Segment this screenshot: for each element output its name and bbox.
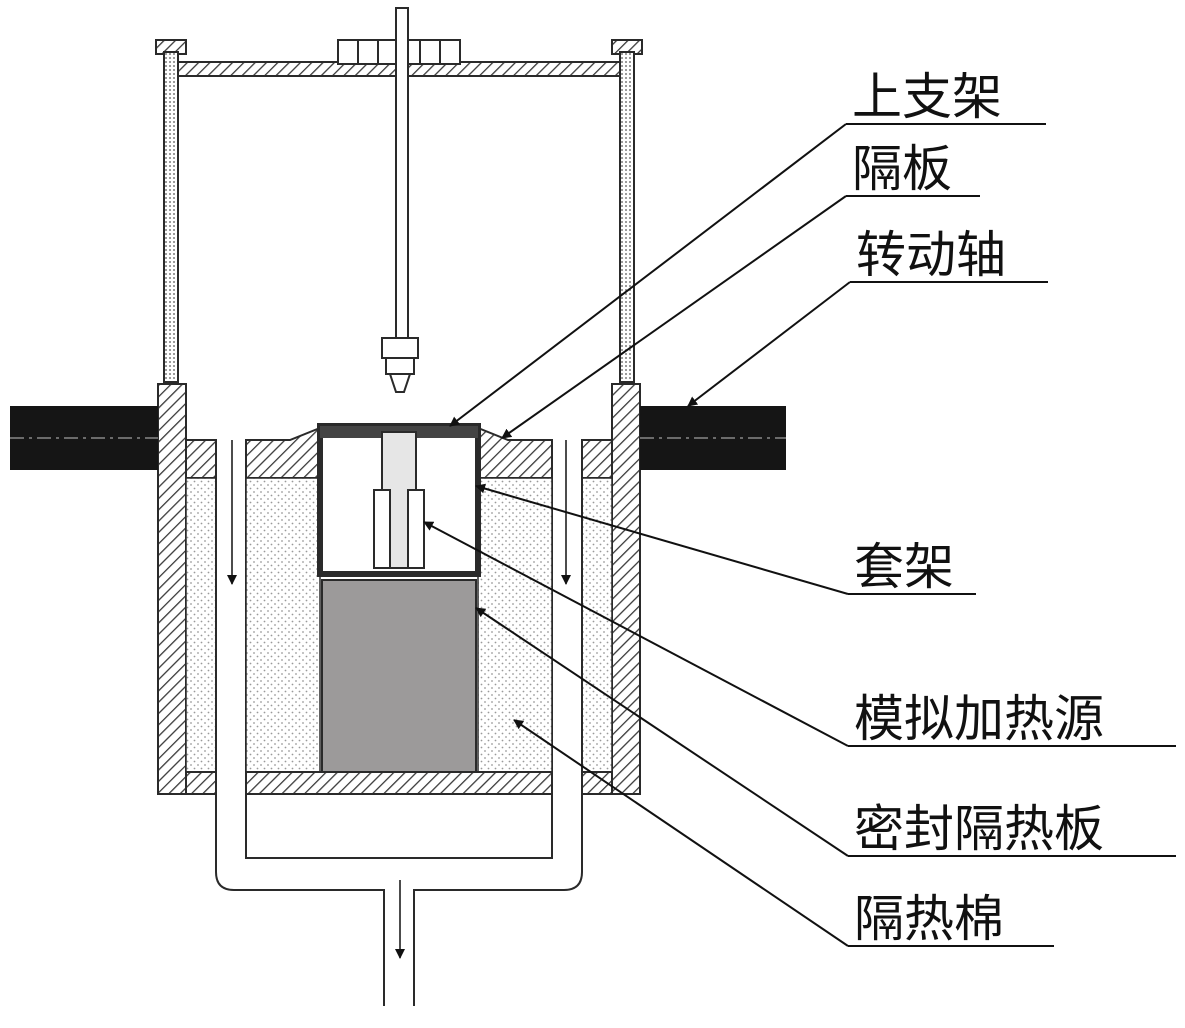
label-rotating-shaft: 转动轴: [856, 226, 1006, 284]
label-partition: 隔板: [852, 140, 952, 198]
label-simulated-heat-source: 模拟加热源: [854, 690, 1104, 748]
probe-rod: [381, 7, 419, 393]
outer-vessel: [157, 383, 641, 795]
upper-bracket: [155, 39, 643, 383]
label-insulation-cotton: 隔热棉: [854, 890, 1004, 948]
leader-lines: [423, 123, 1176, 947]
label-sleeve-frame: 套架: [854, 538, 954, 596]
inner-chamber: [245, 423, 553, 795]
rotating-shaft: [10, 406, 786, 470]
label-upper-bracket: 上支架: [852, 68, 1002, 126]
label-sealed-insulation-plate: 密封隔热板: [854, 800, 1104, 858]
